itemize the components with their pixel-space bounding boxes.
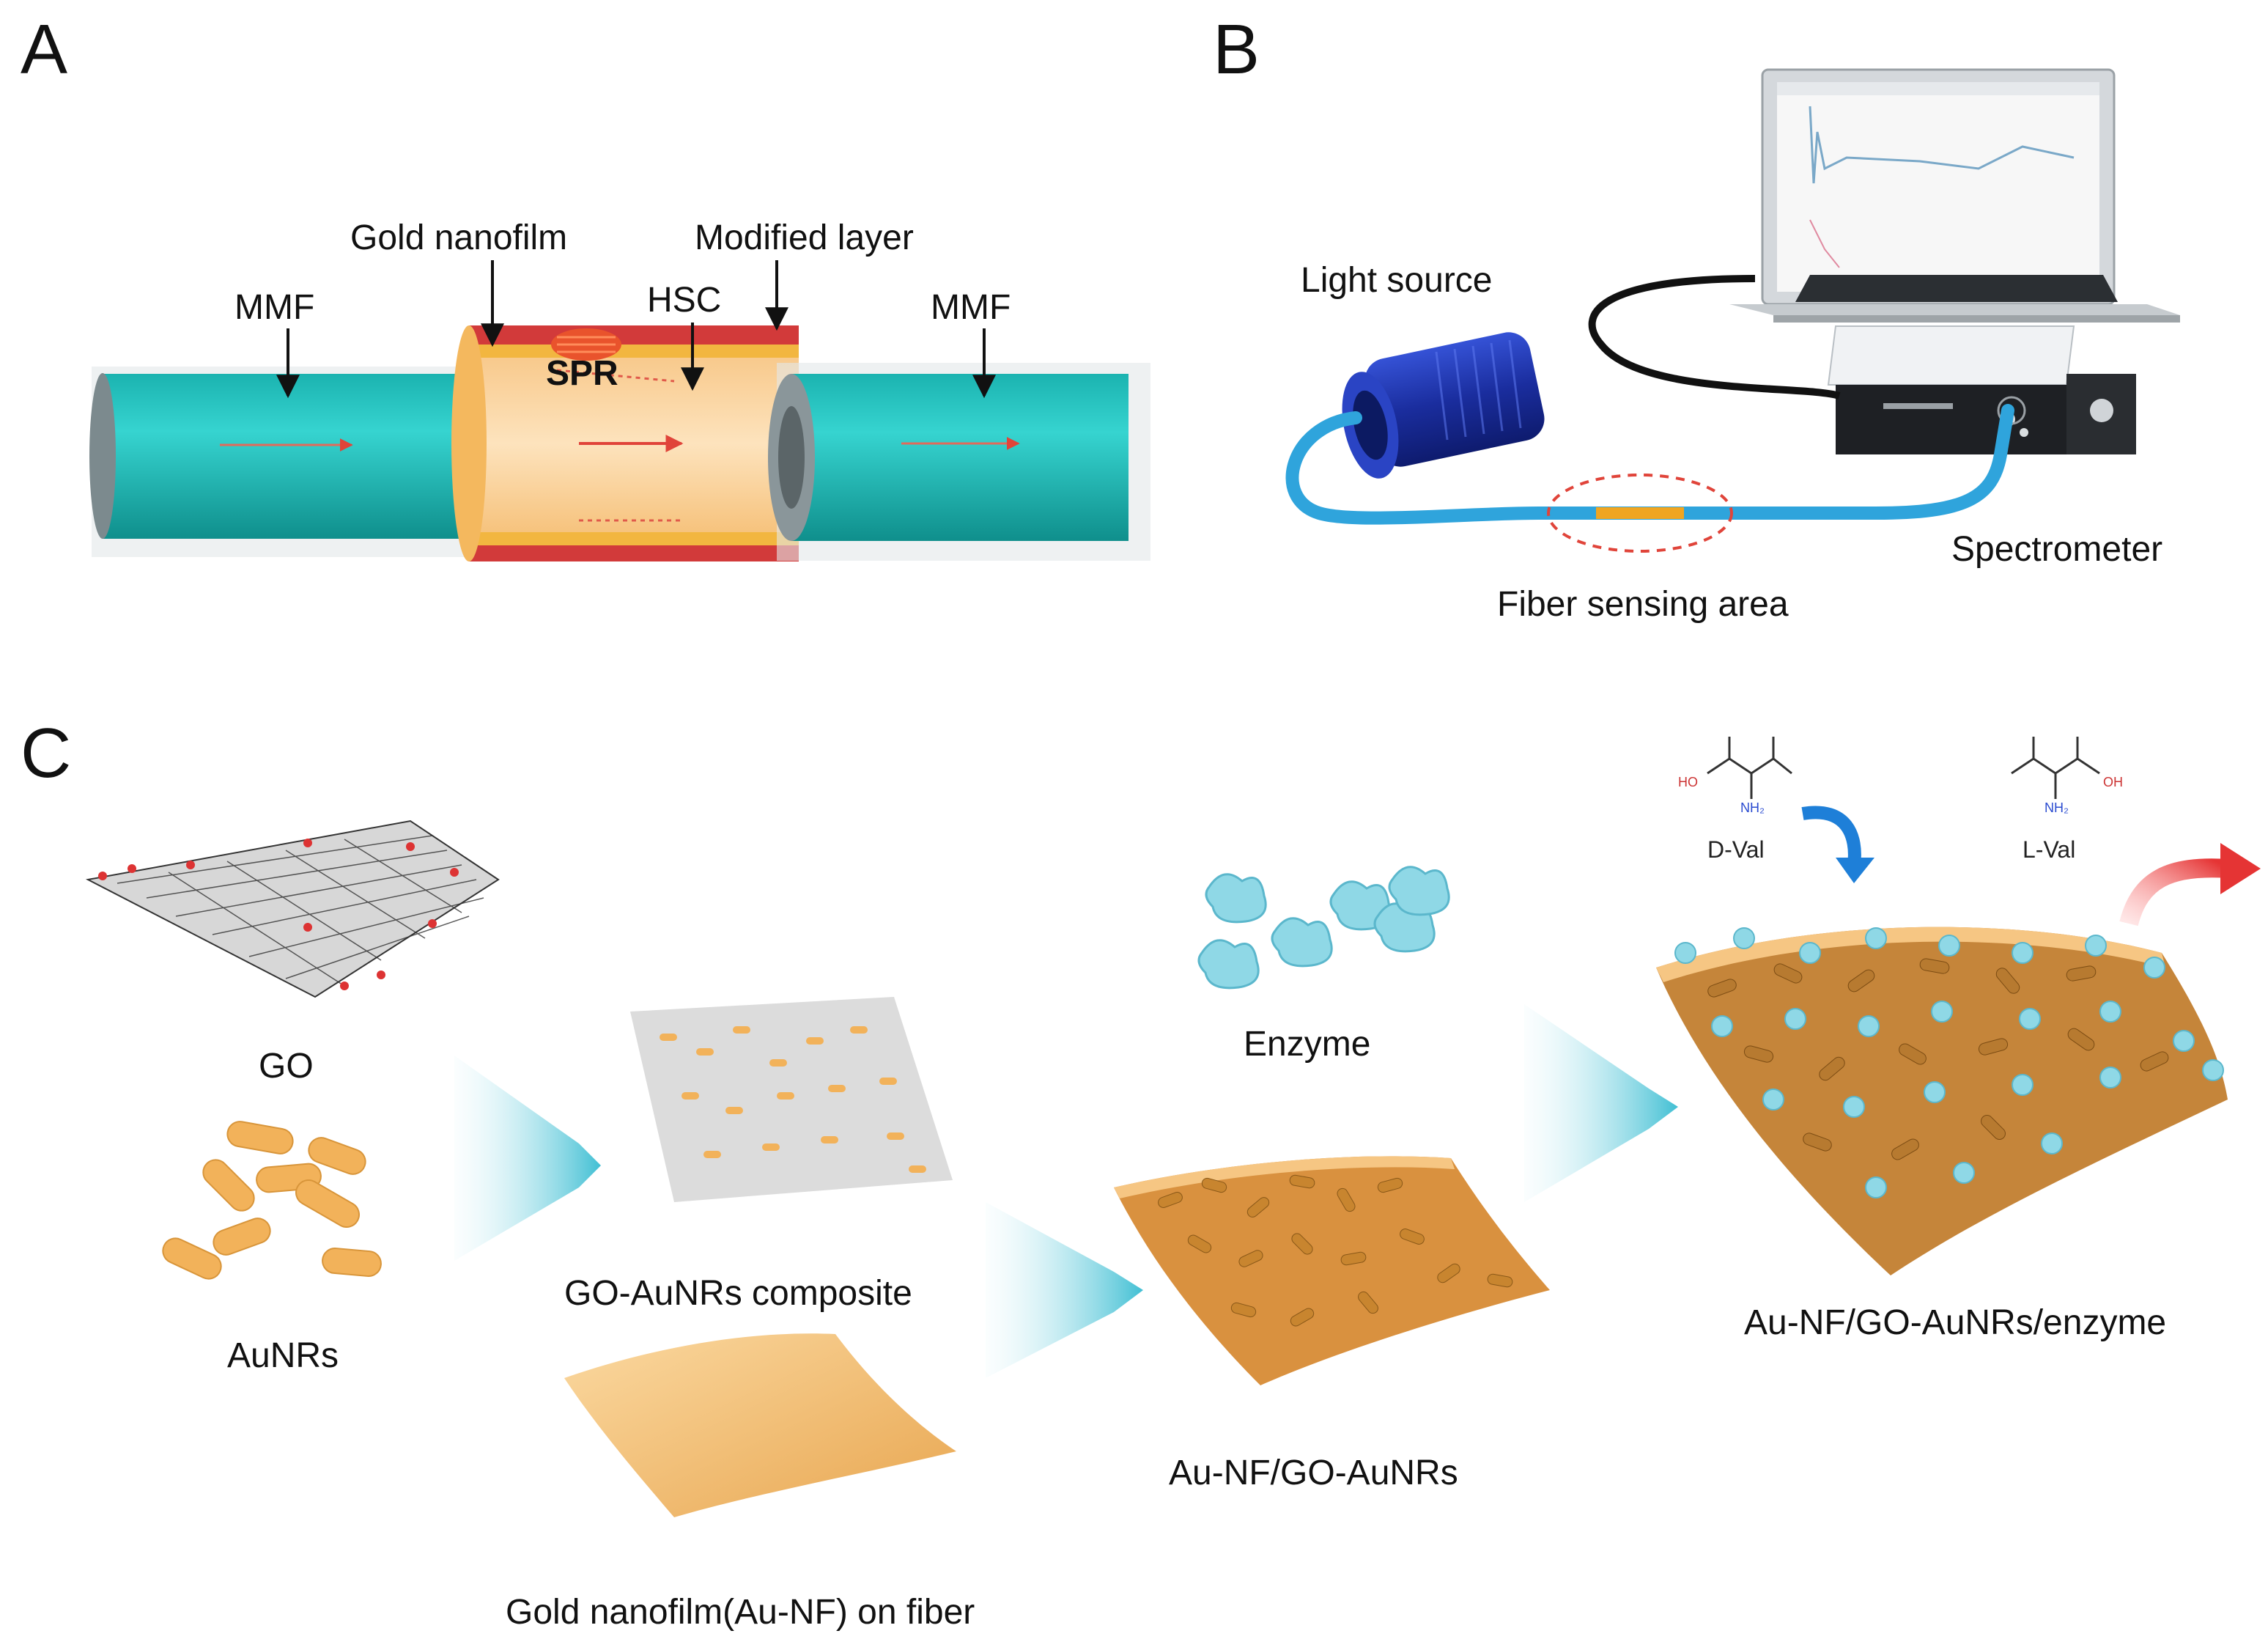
- process-arrow-1: [454, 1056, 601, 1261]
- d-val-nh2: NH₂: [1740, 800, 1765, 815]
- enzyme-clusters: [1197, 866, 1450, 990]
- panel-b: B: [1213, 10, 2180, 624]
- label-d-val: D-Val: [1707, 836, 1765, 863]
- label-au-nf-go-aunrs: Au-NF/GO-AuNRs: [1169, 1454, 1458, 1492]
- label-gold-nanofilm: Gold nanofilm: [350, 218, 567, 257]
- label-fiber-sensing-area: Fiber sensing area: [1497, 585, 1789, 624]
- light-source-device: [1342, 332, 1545, 479]
- panel-a-letter: A: [21, 10, 67, 89]
- l-val-nh2: NH₂: [2044, 800, 2069, 815]
- fiber-sensing-segment: [1596, 507, 1684, 519]
- label-hsc: HSC: [647, 281, 721, 320]
- label-gold-nanofilm-on-fiber: Gold nanofilm(Au-NF) on fiber: [506, 1593, 975, 1632]
- d-val-molecule: [1707, 737, 1792, 799]
- label-l-val: L-Val: [2023, 836, 2075, 863]
- label-light-source: Light source: [1301, 261, 1493, 300]
- label-enzyme: Enzyme: [1244, 1025, 1370, 1064]
- panel-c: C GO: [21, 714, 2261, 1632]
- go-aunrs-composite-sheet: [630, 997, 953, 1202]
- laptop: [1729, 68, 2180, 323]
- label-au-nf-go-aunrs-enzyme: Au-NF/GO-AuNRs/enzyme: [1744, 1303, 2166, 1342]
- label-modified-layer: Modified layer: [695, 218, 914, 257]
- mmf-left-fiber: [89, 367, 502, 557]
- panel-c-letter: C: [21, 714, 71, 792]
- l-val-oh: OH: [2103, 775, 2123, 789]
- usb-cable: [1588, 275, 1841, 399]
- panel-b-letter: B: [1213, 10, 1260, 89]
- label-go: GO: [259, 1047, 314, 1086]
- gold-nanofilm-sheet: [564, 1333, 956, 1517]
- modified-layer-top: [469, 325, 799, 345]
- spr-highlight: [551, 328, 621, 361]
- hsc-gold-section: [451, 325, 799, 561]
- fiber-cable: [1285, 404, 2014, 553]
- spectrometer-device: [1827, 325, 2136, 454]
- label-aunrs: AuNRs: [227, 1336, 339, 1375]
- panel-a: A: [21, 10, 1150, 561]
- label-mmf-left: MMF: [234, 288, 314, 327]
- sensing-area-circle: [1547, 474, 1733, 553]
- d-val-arrow: [1801, 806, 1861, 866]
- label-spectrometer: Spectrometer: [1951, 530, 2162, 569]
- laptop-screen-curve: [1809, 106, 2075, 184]
- au-nf-go-aunrs-sheet: [1114, 1156, 1550, 1385]
- d-val-ho: HO: [1678, 775, 1698, 789]
- au-nf-go-aunrs-enzyme-sheet: [1656, 927, 2228, 1275]
- modified-layer-bottom: [469, 545, 799, 561]
- process-arrow-2: [986, 1202, 1143, 1378]
- go-sheet: [85, 820, 500, 998]
- mmf-right-fiber: [768, 363, 1150, 561]
- label-spr: SPR: [546, 354, 618, 393]
- label-go-aunrs-composite: GO-AuNRs composite: [564, 1274, 912, 1313]
- l-val-arrow: [2119, 858, 2228, 927]
- label-mmf-right: MMF: [931, 288, 1011, 327]
- aunrs-rods: [162, 1121, 382, 1280]
- l-val-molecule: [2011, 737, 2100, 799]
- process-arrow-3: [1524, 1004, 1678, 1202]
